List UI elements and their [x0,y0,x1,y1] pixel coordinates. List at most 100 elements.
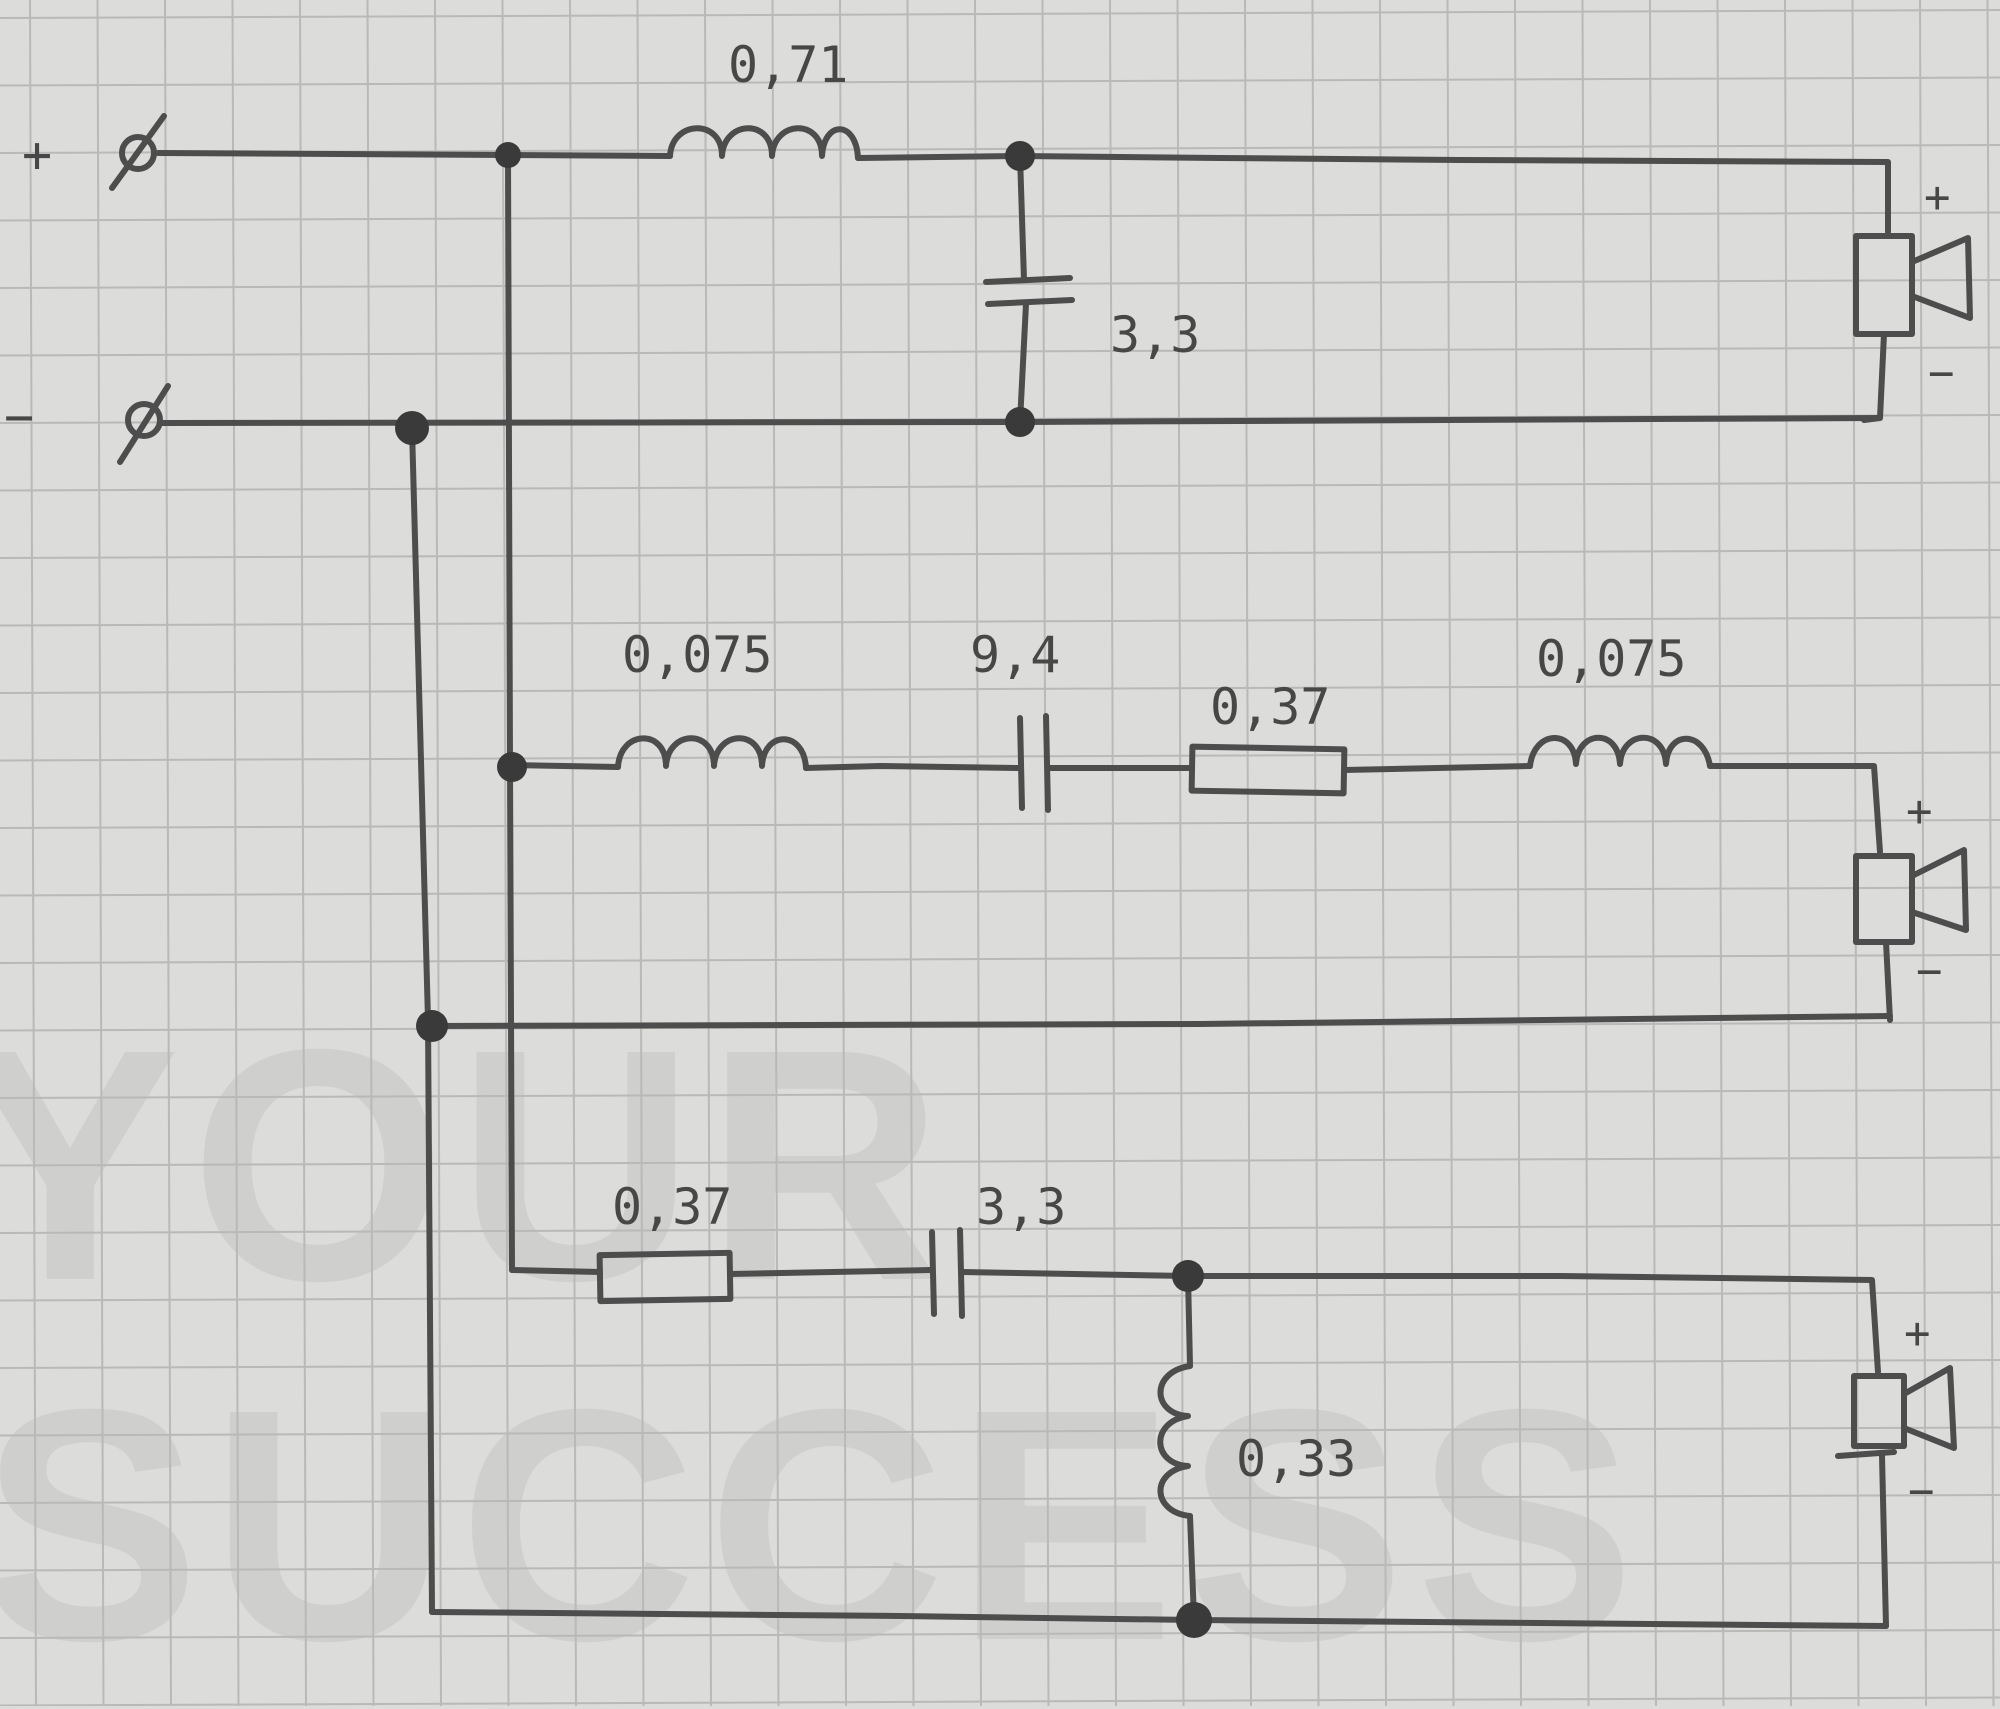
woofer-resistor-label: 0,37 [612,1178,732,1236]
grid-line-vertical [29,0,37,1706]
woofer-wire-2 [727,1267,935,1277]
tweeter-inductor-icon [667,125,861,161]
mid-resistor-label: 0,37 [1210,678,1330,736]
grid-line-vertical [1784,0,1792,1706]
grid-line-vertical [231,0,240,1706]
woofer-return-wire [429,1609,1889,1629]
plus-terminal-slash [109,113,167,191]
grid-line-vertical [1581,0,1590,1706]
woofer-plus-wire [959,1269,1881,1375]
grid-line-horizontal [0,886,2000,897]
main-rails [155,150,1881,1615]
mid-capacitor-icon [1017,715,1025,811]
junction-node [1176,1602,1212,1638]
grid-line-horizontal [0,616,2000,627]
grid-line-vertical [1986,0,1995,1706]
woofer-minus-wire [1879,1453,1889,1629]
tweeter-capacitor-icon [983,275,1073,285]
woofer-speaker-cone [1901,1365,1957,1451]
tweeter-branch: 0,71 3,3 + − [667,36,1973,425]
mid-speaker-icon [1853,853,1915,945]
mid-plus-polarity: + [1906,786,1933,837]
grid-line-vertical [96,0,105,1706]
mid-speaker-cone [1909,847,1969,933]
tweeter-plus-wire [855,153,1891,235]
plus-terminal-icon [119,134,157,172]
tweeter-cap-wire-bottom [1017,301,1029,425]
mid-return-wire [427,1013,1893,1029]
grid-line-horizontal [0,346,2000,357]
tweeter-speaker-cone [1909,235,1973,321]
junction-node [497,752,527,782]
mid-minus-wire [1883,939,1893,1023]
grid-line-horizontal [0,549,2000,559]
tweeter-capacitor-plate2 [985,297,1075,307]
grid-line-vertical [1919,0,1927,1706]
woofer-branch: 0,37 3,3 0,33 + − [429,1178,1957,1629]
grid-line-vertical [1514,0,1522,1706]
woofer-resistor-icon [596,1249,734,1305]
junction-node [416,1010,448,1042]
grid-line-vertical [1446,0,1455,1706]
grid-line-vertical [1649,0,1657,1706]
junction-nodes [395,141,1212,1638]
tweeter-minus-polarity: − [1928,348,1955,399]
grid-line-horizontal [0,1629,2000,1639]
woofer-shunt-wire-bottom [1187,1513,1197,1621]
grid-line-vertical [501,0,510,1706]
woofer-input-wire [509,1267,603,1275]
mid-wire-4 [1341,763,1533,773]
mid-resistor-icon [1188,743,1348,797]
grid-line-vertical [1716,0,1725,1706]
mid-minus-polarity: − [1916,946,1943,997]
minus-terminal-slash [117,383,171,465]
grid-line-horizontal [0,481,2000,492]
plus-rail-wire [155,150,673,159]
woofer-capacitor-label: 3,3 [976,1178,1066,1236]
junction-node [495,142,521,168]
mid-capacitor-plate2 [1043,713,1051,813]
woofer-speaker-base [1835,1449,1897,1459]
grid-line-horizontal [0,211,2000,222]
grid-line-vertical [1041,0,1050,1706]
tweeter-cap-wire-top [1017,153,1027,283]
grid-line-horizontal [0,819,2000,829]
mid-capacitor-label: 9,4 [970,626,1060,684]
grid-line-vertical [299,0,307,1706]
junction-node [395,411,429,445]
woofer-speaker-icon [1851,1373,1907,1449]
grid-line-vertical [1176,0,1185,1706]
woofer-shunt-inductor-label: 0,33 [1236,1430,1356,1488]
grid-line-vertical [569,0,577,1706]
midrange-branch: 0,075 9,4 0,37 0,075 + − [427,626,1969,1029]
mid-plus-wire [1707,763,1883,855]
minus-terminal-label: − [4,388,34,446]
plus-bus-wire [505,152,515,1273]
grid-line-horizontal [0,76,2000,87]
grid-line-horizontal [0,1291,2000,1302]
grid-line-vertical [974,0,982,1706]
tweeter-minus-wire [1861,331,1887,423]
grid-line-vertical [164,0,172,1706]
junction-node [1005,141,1035,171]
woofer-plus-polarity: + [1904,1308,1931,1359]
grid-line-horizontal [0,684,2000,694]
grid-line-vertical [771,0,780,1706]
mid-input-wire [507,762,621,770]
grid-line-vertical [1109,0,1117,1706]
mid-inductor2-label: 0,075 [1536,630,1687,688]
mid-inductor1-label: 0,075 [622,626,773,684]
grid-line-vertical [906,0,915,1706]
woofer-capacitor-icon [929,1229,937,1317]
woofer-shunt-inductor-icon [1157,1363,1193,1519]
grid-line-vertical [366,0,375,1706]
grid-line-vertical [1379,0,1387,1706]
plus-terminal-label: + [22,126,52,184]
woofer-minus-polarity: − [1908,1466,1935,1517]
grid-line-vertical [704,0,712,1706]
grid-line-horizontal [0,9,2000,19]
grid-line-horizontal [0,1426,2000,1437]
junction-node [1005,407,1035,437]
